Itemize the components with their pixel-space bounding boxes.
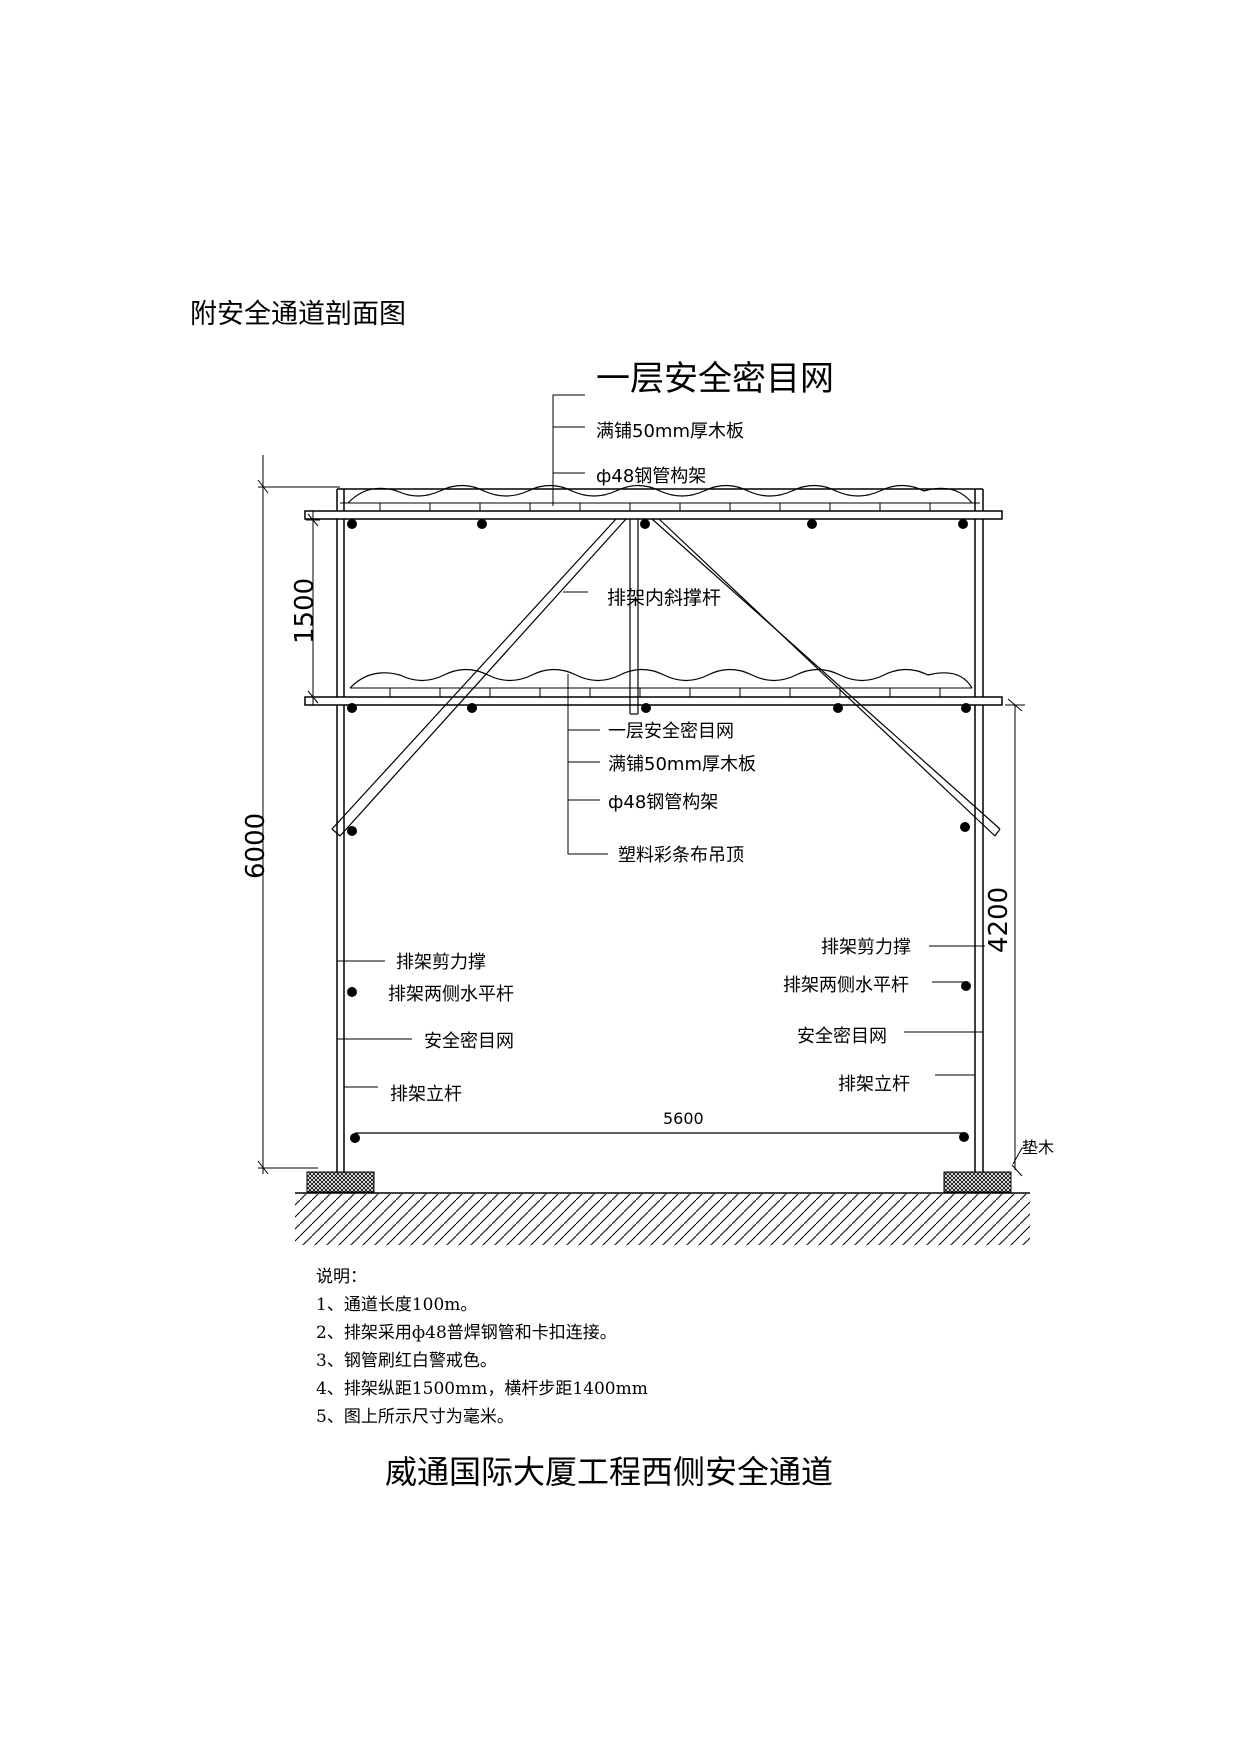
note-item: 3、钢管刷红白警戒色。 — [316, 1351, 497, 1371]
label-left-horizontal: 排架两侧水平杆 — [388, 984, 514, 1005]
inner-braces — [331, 518, 1001, 837]
label-left-shear: 排架剪力撑 — [396, 952, 486, 973]
center-hanger — [629, 519, 639, 715]
label-mid-net: 一层安全密目网 — [608, 721, 734, 742]
labels: 一层安全密目网 满铺50mm厚木板 ф48钢管构架 排架内斜撑杆 一层安全密目网… — [388, 359, 1054, 1157]
note-item: 1、通道长度100m。 — [316, 1295, 478, 1315]
posts — [336, 488, 984, 1172]
label-right-horizontal: 排架两侧水平杆 — [783, 975, 909, 996]
page-heading: 附安全通道剖面图 — [190, 299, 406, 330]
pad-block-left — [306, 1171, 375, 1193]
note-item: 5、图上所示尺寸为毫米。 — [316, 1407, 514, 1427]
label-ceiling: 塑料彩条布吊顶 — [618, 845, 744, 866]
label-mid-frame: ф48钢管构架 — [608, 792, 718, 813]
label-inner-brace: 排架内斜撑杆 — [607, 587, 721, 609]
dim-clear-height: 4200 — [984, 887, 1014, 953]
note-item: 2、排架采用ф48普焊钢管和卡扣连接。 — [316, 1323, 617, 1343]
notes: 说明： 1、通道长度100m。 2、排架采用ф48普焊钢管和卡扣连接。 3、钢管… — [316, 1263, 648, 1431]
leader-lines — [337, 394, 1028, 1165]
label-right-shear: 排架剪力撑 — [821, 937, 911, 958]
dimension-lines — [257, 455, 1025, 1177]
note-item: 4、排架纵距1500mm，横杆步距1400mm — [316, 1379, 648, 1399]
notes-title: 说明： — [316, 1267, 367, 1287]
drawing-title: 威通国际大厦工程西侧安全通道 — [385, 1453, 834, 1491]
label-top-board: 满铺50mm厚木板 — [596, 421, 744, 442]
label-pad: 垫木 — [1022, 1138, 1054, 1157]
label-top-net: 一层安全密目网 — [596, 359, 834, 399]
label-left-net: 安全密目网 — [424, 1031, 514, 1052]
joint-dots — [347, 519, 971, 1143]
label-right-post: 排架立杆 — [838, 1074, 910, 1095]
label-right-net: 安全密目网 — [797, 1026, 887, 1047]
label-left-post: 排架立杆 — [390, 1084, 462, 1105]
dimension-texts: 6000 1500 4200 5600 — [241, 578, 1014, 1128]
pad-block-right — [943, 1171, 1012, 1193]
dim-tier-height: 1500 — [290, 578, 320, 644]
label-mid-board: 满铺50mm厚木板 — [608, 754, 756, 775]
label-top-frame: ф48钢管构架 — [596, 466, 706, 487]
middle-deck — [304, 668, 1003, 706]
ground — [295, 1192, 1030, 1245]
dim-width: 5600 — [663, 1109, 704, 1128]
top-deck — [304, 484, 1003, 520]
dim-total-height: 6000 — [241, 813, 271, 879]
